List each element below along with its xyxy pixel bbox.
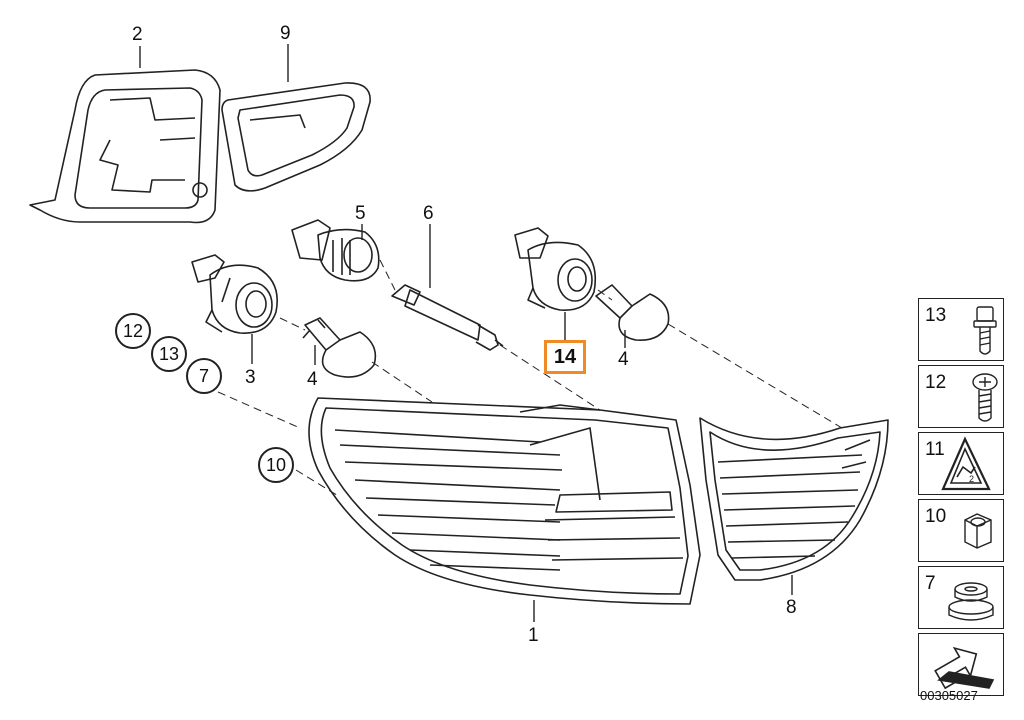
legend-item-7: 7: [918, 566, 1004, 629]
part-8-inner-light: [699, 417, 889, 581]
legend-item-arrow: [918, 633, 1004, 696]
callout-9: 9: [280, 23, 291, 44]
part-4-bulb-left: [302, 317, 377, 378]
screw-icon: [972, 373, 998, 422]
legend-item-11: 11 2: [918, 432, 1004, 495]
leader-lines: [139, 44, 793, 622]
part-1-tail-light: [308, 397, 701, 605]
callout-2: 2: [132, 24, 143, 45]
callout-8: 8: [786, 597, 797, 618]
svg-text:2: 2: [969, 474, 974, 484]
callout-10-circle: 10: [258, 447, 294, 483]
grommet-icon: [948, 582, 994, 621]
catalog-number: 00305027: [920, 688, 978, 703]
callout-6: 6: [423, 203, 434, 224]
callout-4-right: 4: [618, 349, 629, 370]
part-14-socket: [514, 227, 597, 311]
callout-4-left: 4: [307, 369, 318, 390]
callout-14-highlight[interactable]: 14: [544, 340, 586, 374]
legend-number: 10: [925, 506, 947, 527]
legend-item-10: 10: [918, 499, 1004, 562]
legend-number: 13: [925, 305, 947, 326]
assembly-lines: [217, 259, 843, 498]
hex-nut-icon: [964, 513, 992, 549]
legend-number: 12: [925, 372, 947, 393]
callout-13-circle: 13: [151, 336, 187, 372]
callout-12-circle: 12: [115, 313, 151, 349]
part-2-gasket: [29, 69, 221, 224]
legend-number: 11: [925, 439, 945, 460]
callout-3: 3: [245, 367, 256, 388]
part-9-seal: [221, 82, 371, 192]
legend-number: 7: [925, 573, 936, 594]
hardware-legend: 13 12 11: [918, 298, 1004, 700]
legend-item-12: 12: [918, 365, 1004, 428]
arrow-icon: [934, 646, 995, 690]
callout-1: 1: [528, 625, 539, 646]
part-5-socket: [291, 219, 380, 282]
part-4-bulb-right: [595, 284, 670, 341]
part-3-bulb-socket: [191, 254, 278, 334]
callout-7-circle: 7: [186, 358, 222, 394]
bolt-icon: [973, 306, 997, 355]
part-6-wedge-bulb: [391, 284, 504, 351]
warning-label-icon: 2: [941, 436, 991, 491]
legend-item-13: 13: [918, 298, 1004, 361]
callout-5: 5: [355, 203, 366, 224]
